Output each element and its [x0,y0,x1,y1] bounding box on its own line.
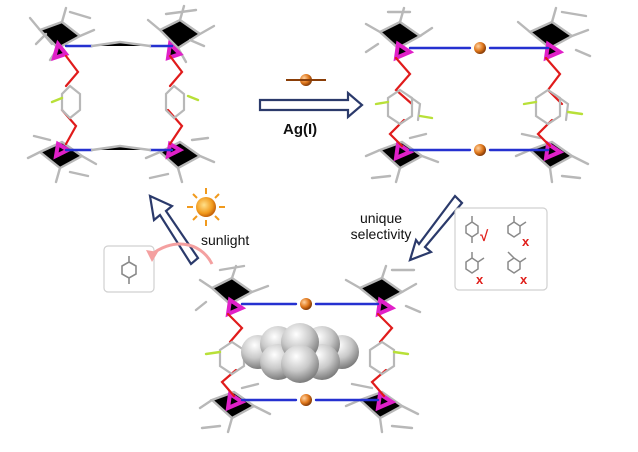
silver-arrow [258,74,364,120]
selectivity-label: unique selectivity [335,210,427,242]
xylene-molecule-icon [121,256,137,284]
selectivity-label-line2: selectivity [350,226,412,243]
sunlight-arrow [148,194,200,266]
curved-arrow-icon [148,242,214,265]
cage-empty [26,4,216,184]
para-xylene-check: √ [480,228,489,245]
silver-label: Ag(I) [283,121,318,138]
ortho-xylene-cross: x [476,272,484,287]
cage-silver [364,6,592,184]
selectivity-panel [454,207,548,291]
guest-molecule [241,323,359,383]
meta-xylene-cross: x [522,234,530,249]
released-guest-panel [103,245,155,293]
selectivity-label-line1: unique [359,210,403,226]
cage-host-guest [194,264,422,434]
ethylbenzene-cross: x [520,272,528,287]
sun-icon [187,188,225,226]
sunlight-label: sunlight [201,232,250,248]
